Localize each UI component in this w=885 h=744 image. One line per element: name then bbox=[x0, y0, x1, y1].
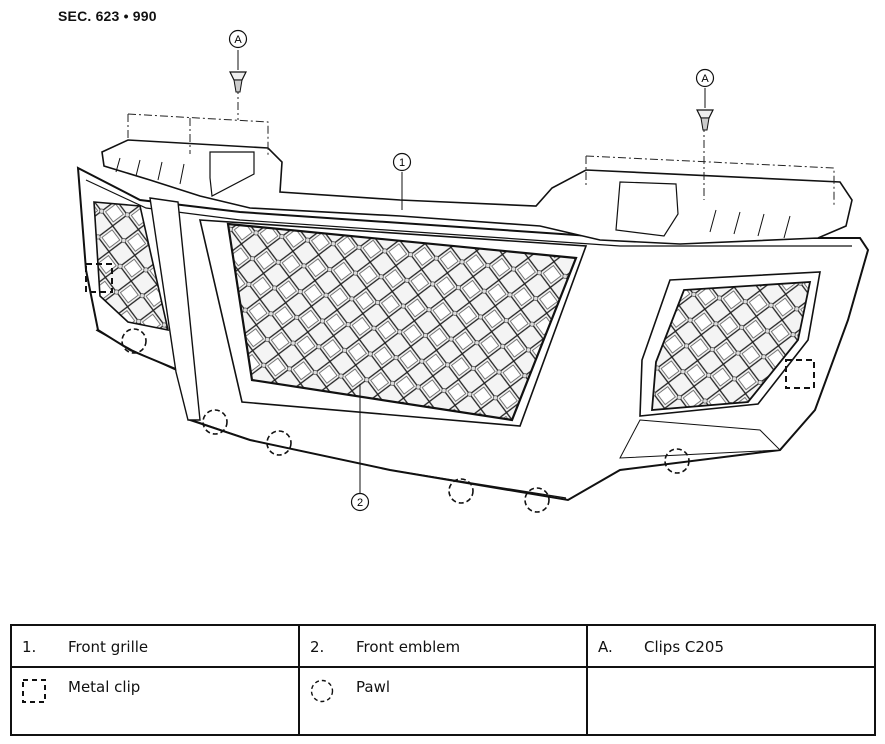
legend-label: Metal clip bbox=[68, 678, 141, 696]
pawl-marker bbox=[202, 409, 228, 435]
legend-row: 1. Front grille 2. Front emblem A. Clips… bbox=[10, 624, 876, 668]
legend-label: Front grille bbox=[68, 638, 149, 656]
pawl-marker bbox=[266, 430, 292, 456]
emblem-callout-number: 2 bbox=[357, 497, 363, 509]
clip-callout-right: A bbox=[701, 73, 709, 85]
legend-cell: 2. Front emblem bbox=[298, 624, 588, 668]
pawl-symbol bbox=[310, 679, 334, 703]
legend-table: 1. Front grille 2. Front emblem A. Clips… bbox=[10, 624, 876, 736]
legend-label: Pawl bbox=[356, 678, 390, 696]
metal-clip-marker bbox=[785, 359, 815, 389]
metal-clip-markers bbox=[85, 263, 815, 389]
clip-callout-left: A bbox=[234, 34, 242, 46]
section-label: SEC. 623 • 990 bbox=[58, 8, 157, 24]
pawl-marker bbox=[448, 478, 474, 504]
legend-label: Clips C205 bbox=[644, 638, 725, 656]
legend-number: A. bbox=[598, 638, 613, 656]
legend-number: 2. bbox=[310, 638, 325, 656]
pawl-marker bbox=[664, 448, 690, 474]
legend-cell: Pawl bbox=[298, 666, 588, 736]
pawl-marker bbox=[121, 328, 147, 354]
legend-cell: A. Clips C205 bbox=[586, 624, 876, 668]
metal-clip-marker bbox=[85, 263, 113, 293]
clip-a-right: A bbox=[695, 68, 715, 131]
grille-callout: 1 bbox=[392, 152, 412, 210]
grille-callout-number: 1 bbox=[399, 157, 405, 169]
legend-cell-empty bbox=[586, 666, 876, 736]
legend-number: 1. bbox=[22, 638, 37, 656]
clip-a-left: A bbox=[228, 29, 248, 93]
front-grille-diagram: A A 1 2 bbox=[76, 29, 870, 513]
legend-cell: 1. Front grille bbox=[10, 624, 300, 668]
front-grille bbox=[76, 139, 870, 502]
legend-row: Metal clip Pawl bbox=[10, 666, 876, 736]
legend-cell: Metal clip bbox=[10, 666, 300, 736]
pawl-marker bbox=[524, 487, 550, 513]
emblem-callout: 2 bbox=[350, 384, 370, 512]
legend-label: Front emblem bbox=[356, 638, 461, 656]
metal-clip-symbol bbox=[22, 679, 46, 703]
pawl-markers bbox=[121, 328, 690, 513]
